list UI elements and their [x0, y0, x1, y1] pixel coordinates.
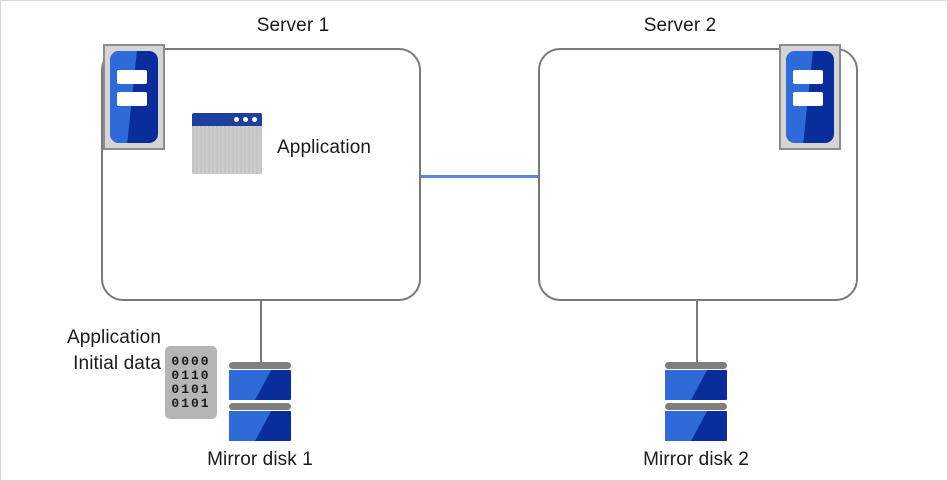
mirror-disk-icon	[229, 362, 291, 441]
server1-title: Server 1	[256, 15, 330, 36]
server2-disk-connector	[696, 301, 698, 363]
initial-data-caption-line2: Initial data	[73, 353, 161, 374]
app-window-titlebar	[192, 113, 262, 126]
disk-platter	[229, 411, 291, 441]
disk-cap	[665, 403, 727, 410]
application-label: Application	[277, 137, 372, 158]
disk-cap	[229, 362, 291, 369]
server2-title: Server 2	[643, 15, 717, 36]
app-window-pane	[192, 126, 262, 174]
server1-disk-connector	[260, 301, 262, 363]
binary-row: 0101	[171, 395, 211, 411]
window-dot-icon	[252, 117, 257, 122]
binary-data-icon: 0000 0110 0101 0101	[165, 346, 217, 419]
mirror-disk-icon	[665, 362, 727, 441]
binary-row: 0000	[171, 353, 211, 369]
server-rack-icon	[779, 44, 841, 150]
window-dot-icon	[234, 117, 239, 122]
initial-data-caption-line1: Application	[66, 327, 161, 348]
server-rack-icon	[103, 44, 165, 150]
binary-row: 0101	[171, 381, 211, 397]
disk-cap	[665, 362, 727, 369]
disk-platter	[229, 370, 291, 400]
server-interconnect-line	[421, 175, 538, 178]
binary-row: 0110	[171, 367, 211, 383]
disk-platter	[665, 370, 727, 400]
application-window-icon	[192, 113, 262, 174]
disk-cap	[229, 403, 291, 410]
window-dot-icon	[243, 117, 248, 122]
mirror-disk1-label: Mirror disk 1	[207, 449, 313, 470]
disk-platter	[665, 411, 727, 441]
mirror-disk2-label: Mirror disk 2	[643, 449, 749, 470]
